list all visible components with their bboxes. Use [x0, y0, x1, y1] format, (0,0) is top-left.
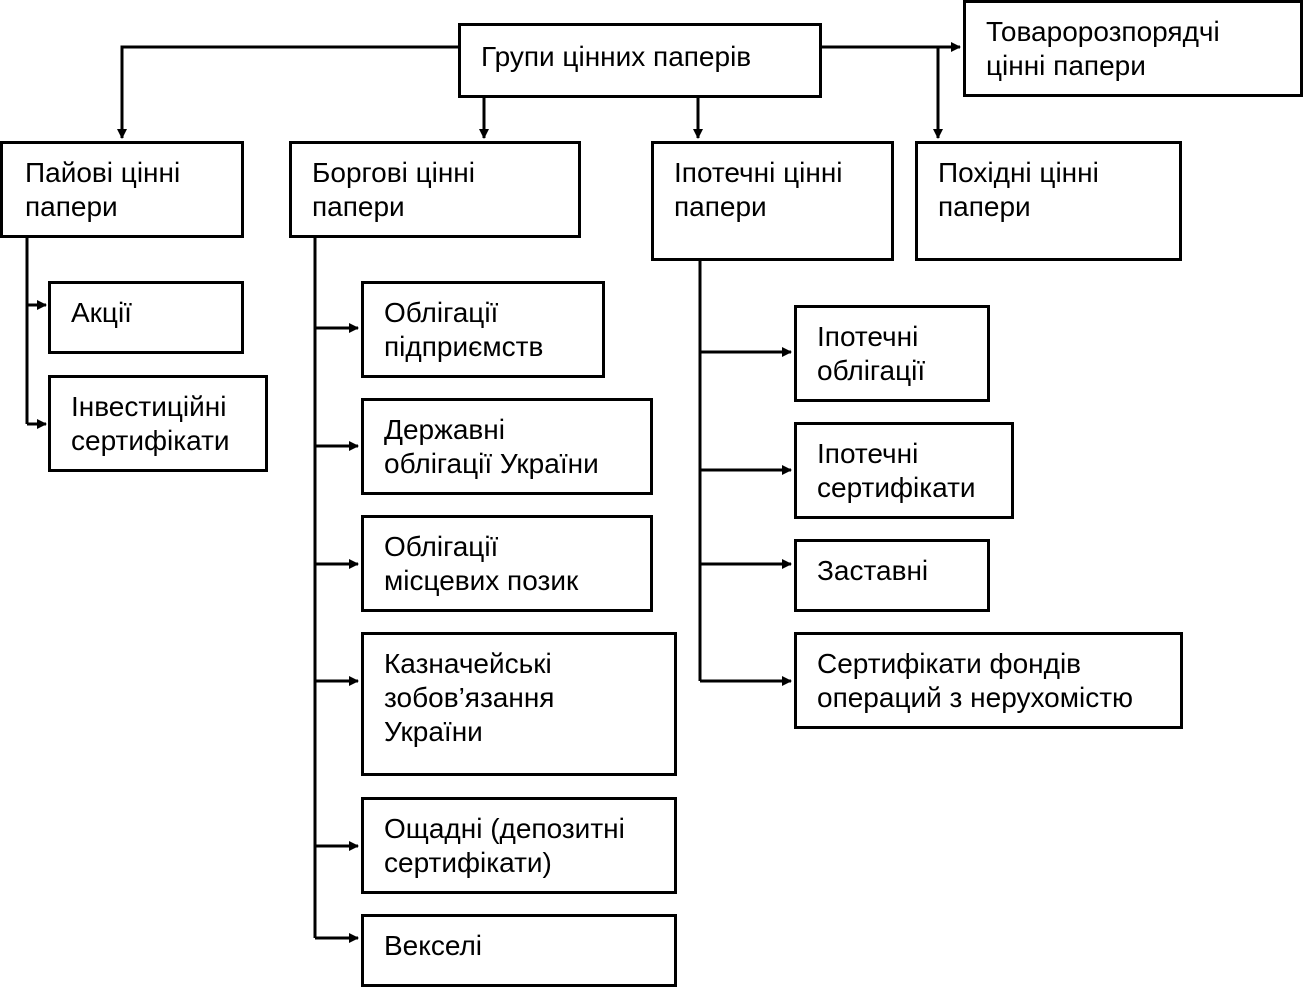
ipotechni-node: Іпотечні цінні папери [651, 141, 894, 261]
payovi-child-akcii: Акції [48, 281, 244, 354]
borgovi-child-1: Облігації підприємств [361, 281, 605, 378]
borgovi-child-2: Державні облігації України [361, 398, 653, 495]
ipotechni-child-1: Іпотечні облігації [794, 305, 990, 402]
borgovi-child-3: Облігації місцевих позик [361, 515, 653, 612]
pokhidni-node: Похідні цінні папери [915, 141, 1182, 261]
arrow-root-to-pokhidni [820, 45, 943, 139]
borgovi-child-4: Казначейські зобов’язання України [361, 632, 677, 776]
borgovi-node: Боргові цінні папери [289, 141, 581, 238]
root-node: Групи цінних паперів [458, 23, 822, 98]
payovi-node: Пайові цінні папери [0, 141, 244, 238]
ipotechni-child-2: Іпотечні сертифікати [794, 422, 1014, 519]
tovaro-node: Товаророзпорядчі цінні папери [963, 0, 1303, 97]
ipotechni-child-3: Заставні [794, 539, 990, 612]
borgovi-child-5: Ощадні (депозитні сертифікати) [361, 797, 677, 894]
borgovi-child-6: Векселі [361, 914, 677, 987]
ipotechni-child-4: Сертифікати фондів операций з нерухоміст… [794, 632, 1183, 729]
arrow-root-to-payovi [117, 45, 460, 139]
payovi-child-invest-cert: Інвестиційні сертифікати [48, 375, 268, 472]
